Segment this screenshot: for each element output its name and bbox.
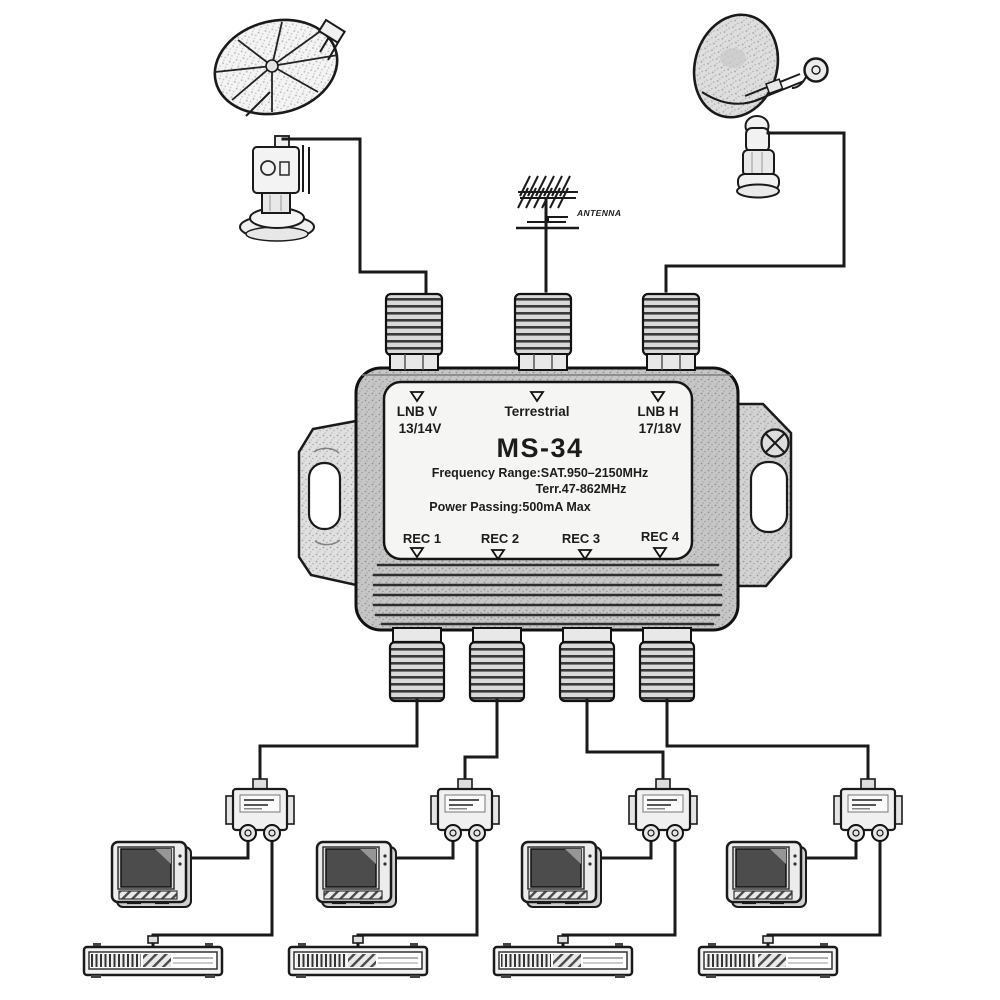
dish-hub	[265, 59, 279, 73]
tv-3	[520, 840, 602, 908]
cable-lnb-v	[281, 137, 428, 294]
branch-4	[697, 778, 903, 978]
diplexer-1	[225, 778, 295, 842]
diplexer-port-tv	[239, 824, 257, 842]
output-cables	[258, 698, 870, 781]
dish-support-strut	[245, 91, 271, 117]
feed-horn	[317, 18, 347, 45]
antenna-label: ANTENNA	[576, 208, 621, 218]
cable-lnb-h	[664, 131, 846, 293]
diplexer-port-receiver	[263, 824, 281, 842]
mounting-slot	[749, 460, 789, 534]
diplexer-port-receiver	[468, 824, 486, 842]
output-connector-rec1	[388, 627, 446, 703]
input-label-lnb-v: LNB V	[397, 404, 438, 419]
cable-tv-4	[801, 839, 858, 860]
mounting-ear-right	[736, 402, 793, 588]
tv-4	[725, 840, 807, 908]
terrestrial-antenna: ANTENNA	[516, 175, 621, 293]
input-connector-terrestrial	[513, 292, 573, 371]
receiver-3	[492, 943, 634, 978]
cable-tv-3	[596, 839, 653, 860]
antenna-mount	[547, 216, 568, 222]
down-arrow-icon	[652, 547, 668, 559]
receiver-1	[82, 943, 224, 978]
output-label-rec1: REC 1	[403, 531, 441, 546]
diplexer-4	[833, 778, 903, 842]
receiver-4	[697, 943, 839, 978]
output-label-rec4: REC 4	[641, 529, 680, 544]
input-connector-lnb-h	[641, 292, 701, 371]
diplexer-port-tv	[847, 824, 865, 842]
screw-icon	[760, 428, 790, 458]
branch-2	[287, 778, 500, 978]
spec-frequency-range: Frequency Range:SAT.950–2150MHz	[432, 466, 649, 480]
spec-terrestrial-range: Terr.47-862MHz	[536, 482, 627, 496]
body-ridges	[372, 563, 723, 626]
arm-mount	[765, 78, 784, 95]
branch-3	[492, 778, 698, 978]
branch-1	[82, 778, 295, 978]
cable-rec4	[665, 698, 870, 781]
tv-2	[315, 840, 397, 908]
satellite-dish-left	[213, 18, 347, 117]
feed-arm	[751, 80, 805, 103]
cable-connector	[147, 935, 159, 944]
diplexer-port-tv	[642, 824, 660, 842]
lnb-right	[736, 115, 780, 199]
mounting-slot	[307, 461, 342, 531]
label-panel	[382, 380, 694, 561]
satellite-dish-right	[692, 13, 829, 119]
cable-rec3	[585, 698, 665, 781]
down-arrow-icon	[577, 549, 593, 561]
down-arrow-icon	[529, 391, 545, 403]
cable-rec2	[463, 698, 499, 781]
cable-tv-2	[391, 839, 455, 860]
input-label-lnb-h: LNB H	[637, 404, 678, 419]
output-connector-rec2	[468, 627, 526, 703]
down-arrow-icon	[490, 549, 506, 561]
down-arrow-icon	[650, 391, 666, 403]
feed-horn	[803, 57, 829, 83]
spec-power-passing: Power Passing:500mA Max	[429, 500, 590, 514]
output-connector-rec3	[558, 627, 616, 703]
mounting-ear-left	[297, 419, 358, 587]
lnb-body	[252, 146, 300, 194]
diplexer-port-receiver	[871, 824, 889, 842]
cable-connector	[352, 935, 364, 944]
tv-1	[110, 840, 192, 908]
multiswitch: LNB V 13/14V Terrestrial LNB H 17/18V MS…	[297, 292, 793, 703]
input-connector-lnb-v	[384, 292, 444, 371]
cable-connector	[557, 935, 569, 944]
model-label: MS-34	[496, 433, 583, 463]
diplexer-3	[628, 778, 698, 842]
output-label-rec2: REC 2	[481, 531, 519, 546]
antenna-elements	[517, 175, 571, 209]
lnb-left	[239, 135, 315, 242]
cable-rec1	[258, 698, 419, 781]
diplexer-2	[430, 778, 500, 842]
down-arrow-icon	[409, 391, 425, 403]
output-label-rec3: REC 3	[562, 531, 600, 546]
diplexer-port-receiver	[666, 824, 684, 842]
input-label-terrestrial: Terrestrial	[504, 404, 569, 419]
diplexer-port-tv	[444, 824, 462, 842]
cable-tv-1	[186, 839, 250, 860]
input-voltage-lnb-h: 17/18V	[639, 421, 682, 436]
dish-ribs	[214, 21, 339, 112]
feed-horn-tail	[791, 76, 807, 89]
output-connector-rec4	[638, 627, 696, 703]
down-arrow-icon	[409, 547, 425, 559]
input-voltage-lnb-v: 13/14V	[399, 421, 442, 436]
receiver-2	[287, 943, 429, 978]
cable-connector	[762, 935, 774, 944]
